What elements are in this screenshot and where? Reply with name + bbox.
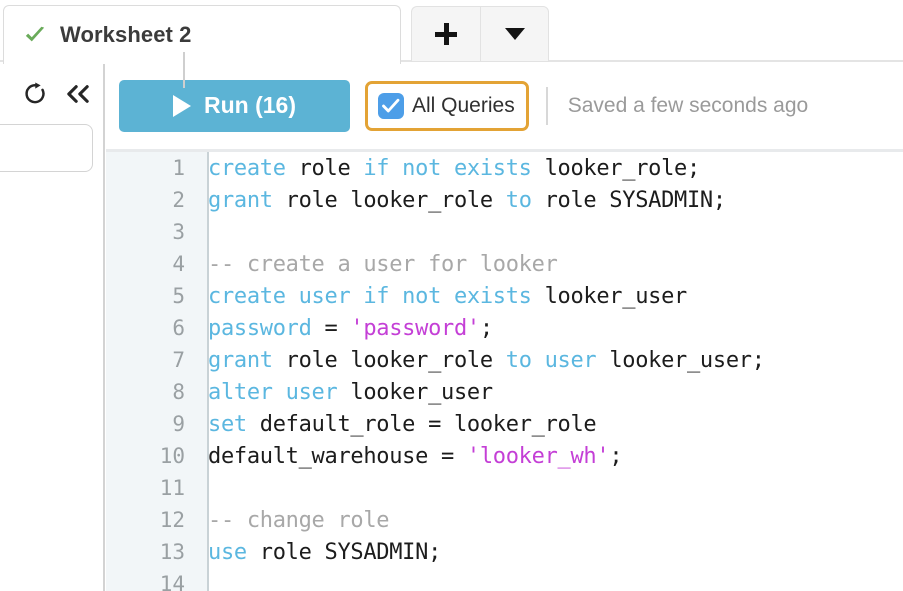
code-token: default_warehouse =: [208, 443, 467, 469]
code-text[interactable]: use role SYSADMIN;: [196, 540, 441, 565]
check-icon: [25, 26, 45, 42]
line-number: 10: [159, 444, 185, 468]
code-token: create user if not exists: [208, 283, 532, 309]
code-token: looker_user: [531, 283, 688, 309]
code-line[interactable]: 1 create role if not exists looker_role;: [106, 152, 903, 184]
code-token: to user: [505, 347, 597, 373]
code-text[interactable]: create user if not exists looker_user: [196, 284, 687, 309]
code-token: looker_user;: [596, 347, 765, 373]
worksheet-menu-button[interactable]: [480, 6, 549, 62]
line-number: 1: [172, 156, 185, 180]
code-token: use: [208, 539, 247, 565]
chevron-down-icon: [504, 28, 525, 40]
line-number: 11: [159, 476, 185, 500]
code-token: looker_role;: [531, 155, 701, 181]
code-text[interactable]: grant role looker_role to user looker_us…: [196, 348, 765, 373]
line-number: 8: [172, 380, 185, 404]
code-text[interactable]: -- create a user for looker: [196, 252, 558, 277]
code-line[interactable]: 5 create user if not exists looker_user: [106, 280, 903, 312]
line-number: 7: [172, 348, 185, 372]
gutter-divider: [207, 152, 209, 591]
code-text[interactable]: alter user looker_user: [196, 380, 493, 405]
code-line[interactable]: 3: [106, 216, 903, 248]
code-token: alter user: [208, 379, 338, 405]
line-number: 2: [172, 188, 185, 212]
all-queries-label: All Queries: [412, 93, 515, 117]
run-button[interactable]: Run (16): [119, 79, 350, 132]
checkbox-checked-icon: [378, 92, 404, 119]
all-queries-checkbox[interactable]: All Queries: [365, 80, 529, 131]
code-line[interactable]: 6 password = 'password';: [106, 312, 903, 344]
tab-actions: [411, 6, 549, 62]
play-icon: [173, 94, 191, 117]
tab-worksheet-2[interactable]: Worksheet 2: [3, 5, 401, 64]
code-line[interactable]: 13 use role SYSADMIN;: [106, 536, 903, 568]
sql-editor[interactable]: 1 create role if not exists looker_role; 2…: [106, 149, 903, 591]
code-token: role SYSADMIN;: [531, 187, 727, 213]
code-line[interactable]: 7 grant role looker_role to user looker_u…: [106, 344, 903, 376]
toolbar-divider: [545, 86, 548, 125]
code-token: grant: [208, 187, 273, 213]
run-button-label: Run (16): [204, 92, 296, 118]
line-number: 5: [172, 284, 185, 308]
line-number: 9: [172, 412, 185, 436]
left-rail: [0, 62, 104, 591]
code-token: create: [208, 155, 286, 181]
code-token: -- create a user for looker: [208, 251, 558, 277]
code-token: -- change role: [208, 507, 390, 533]
plus-icon: [435, 23, 457, 45]
code-token: password: [208, 315, 312, 341]
code-line[interactable]: 9 set default_role = looker_role: [106, 408, 903, 440]
line-number: 12: [159, 508, 185, 532]
code-text[interactable]: default_warehouse = 'looker_wh';: [196, 443, 623, 469]
code-text[interactable]: set default_role = looker_role: [196, 411, 597, 437]
code-token: role looker_role: [272, 347, 506, 373]
code-token: role looker_role: [272, 187, 506, 213]
tab-bar: Worksheet 2: [0, 0, 903, 88]
search-input[interactable]: [0, 124, 93, 172]
line-number: 13: [159, 540, 185, 564]
code-area[interactable]: 1 create role if not exists looker_role; 2…: [106, 152, 903, 591]
code-token: 'password': [350, 315, 480, 341]
code-token: =: [311, 315, 351, 341]
editor-toolbar: Run (16) All Queries Saved a few seconds…: [106, 62, 903, 149]
code-text[interactable]: -- change role: [196, 507, 390, 533]
code-token: if not exists: [363, 155, 532, 181]
rail-icon-row: [24, 82, 92, 106]
line-number-gutter: [106, 152, 207, 591]
code-token: grant: [208, 347, 273, 373]
collapse-left-icon[interactable]: [64, 83, 92, 105]
code-line[interactable]: 11: [106, 472, 903, 504]
rail-divider: [103, 62, 105, 591]
code-line[interactable]: 14: [106, 568, 903, 591]
code-token: looker_user: [337, 379, 493, 405]
line-number: 4: [172, 252, 185, 276]
code-line[interactable]: 12 -- change role: [106, 504, 903, 536]
line-number: 3: [172, 220, 185, 244]
code-token: 'looker_wh': [466, 443, 610, 469]
code-token: default_role = looker_role: [246, 411, 597, 437]
code-token: set: [208, 411, 247, 437]
code-line[interactable]: 2 grant role looker_role to role SYSADMIN…: [106, 184, 903, 216]
code-line[interactable]: 10 default_warehouse = 'looker_wh';: [106, 440, 903, 472]
refresh-icon[interactable]: [24, 82, 46, 106]
code-line[interactable]: 4 -- create a user for looker: [106, 248, 903, 280]
code-text[interactable]: password = 'password';: [196, 316, 493, 341]
editor-top-rule: [106, 149, 903, 152]
tab-rename-caret: [183, 52, 185, 88]
code-line[interactable]: 8 alter user looker_user: [106, 376, 903, 408]
code-token: role SYSADMIN;: [246, 539, 442, 565]
line-number: 14: [159, 572, 185, 591]
code-token: to: [505, 187, 532, 213]
code-text[interactable]: grant role looker_role to role SYSADMIN;: [196, 188, 726, 213]
code-token: ;: [479, 315, 493, 341]
line-number: 6: [172, 316, 185, 340]
tab-label: Worksheet 2: [60, 22, 192, 47]
code-text[interactable]: create role if not exists looker_role;: [196, 156, 700, 181]
code-token: role: [285, 155, 364, 181]
code-token: ;: [609, 443, 623, 469]
add-worksheet-button[interactable]: [411, 6, 480, 62]
save-status-text: Saved a few seconds ago: [567, 93, 809, 117]
